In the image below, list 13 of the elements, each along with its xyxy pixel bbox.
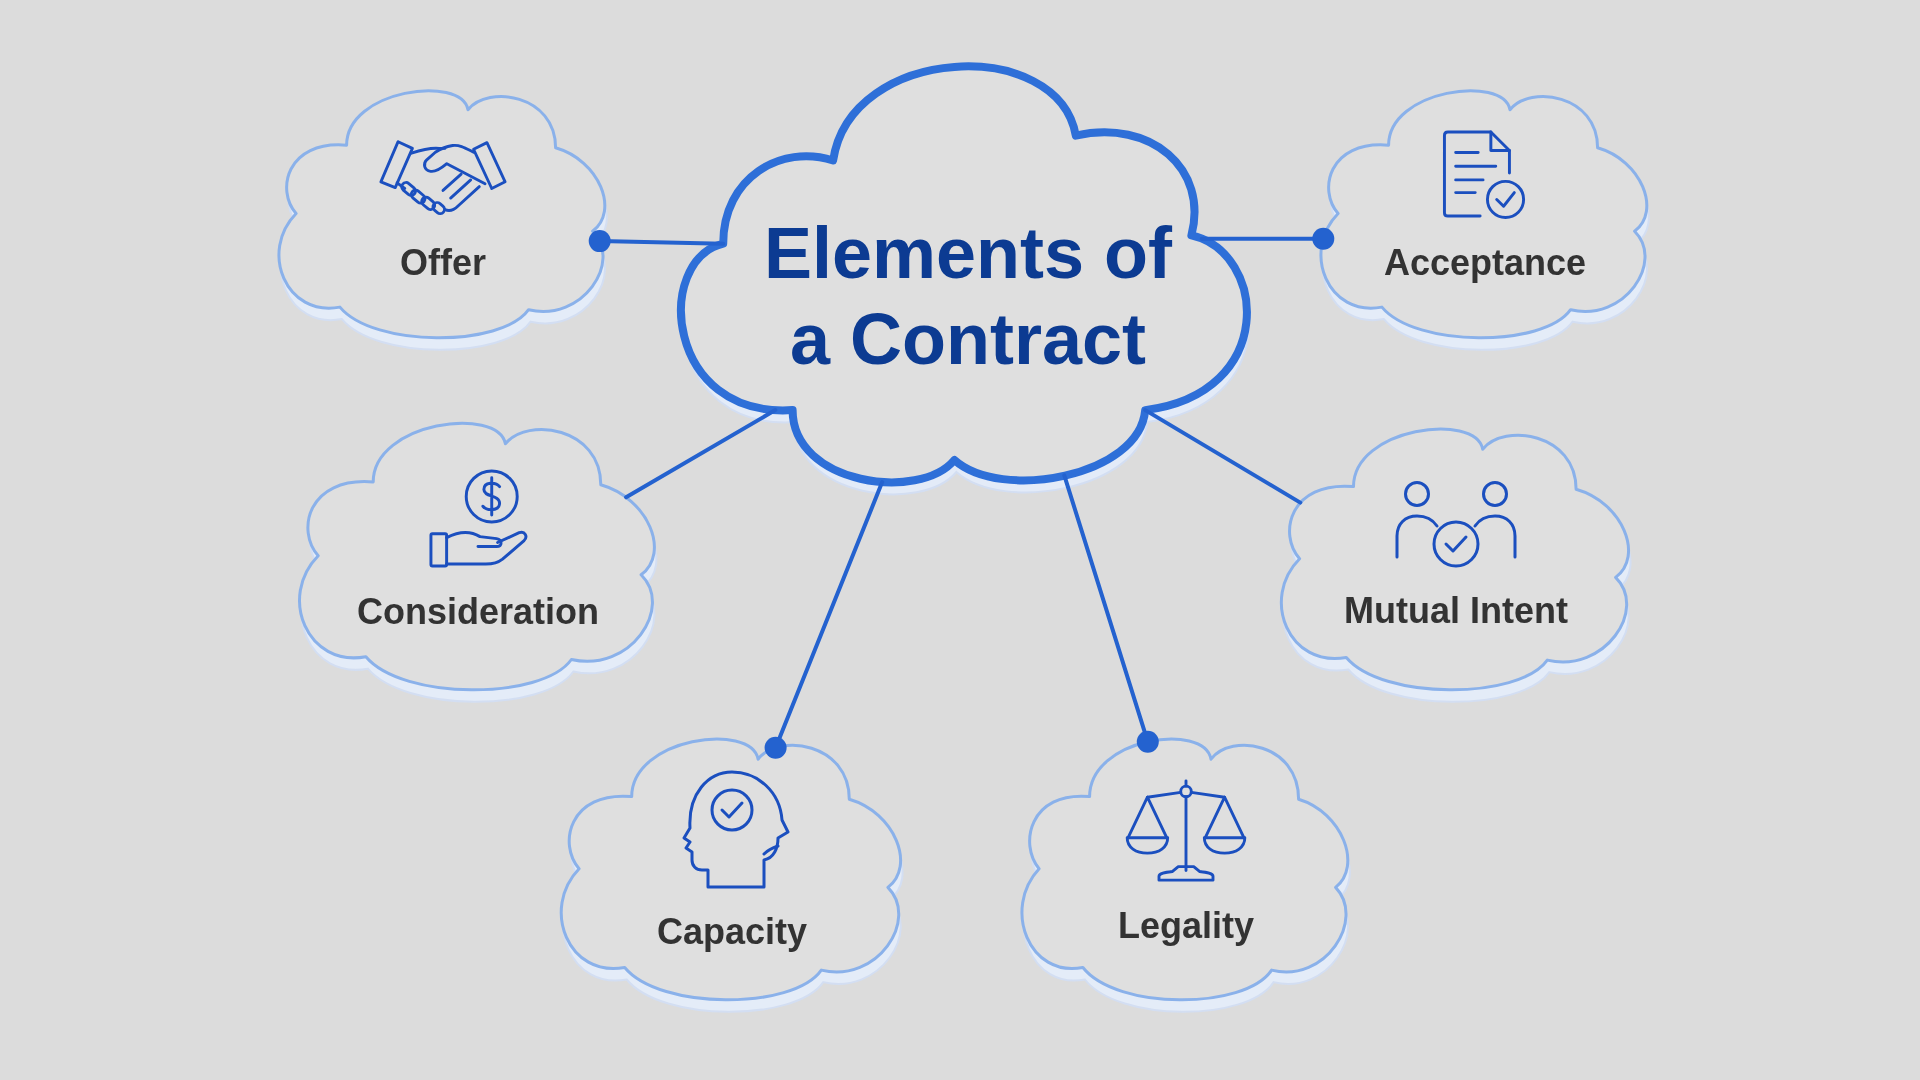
element-label: Legality bbox=[1117, 906, 1254, 946]
center-title: Elements of a Contract bbox=[762, 212, 1174, 381]
connector-line bbox=[764, 480, 885, 759]
element-label: Acceptance bbox=[1383, 243, 1587, 283]
element-label: Capacity bbox=[656, 912, 808, 952]
connector-line bbox=[1062, 473, 1159, 753]
connector-line bbox=[624, 408, 778, 500]
connector-line bbox=[1199, 227, 1335, 250]
element-label: Mutual Intent bbox=[1344, 591, 1568, 631]
element-label: Offer bbox=[400, 243, 486, 283]
connector-line bbox=[588, 230, 726, 253]
element-label: Consideration bbox=[357, 592, 599, 632]
connector-line bbox=[1143, 408, 1303, 505]
